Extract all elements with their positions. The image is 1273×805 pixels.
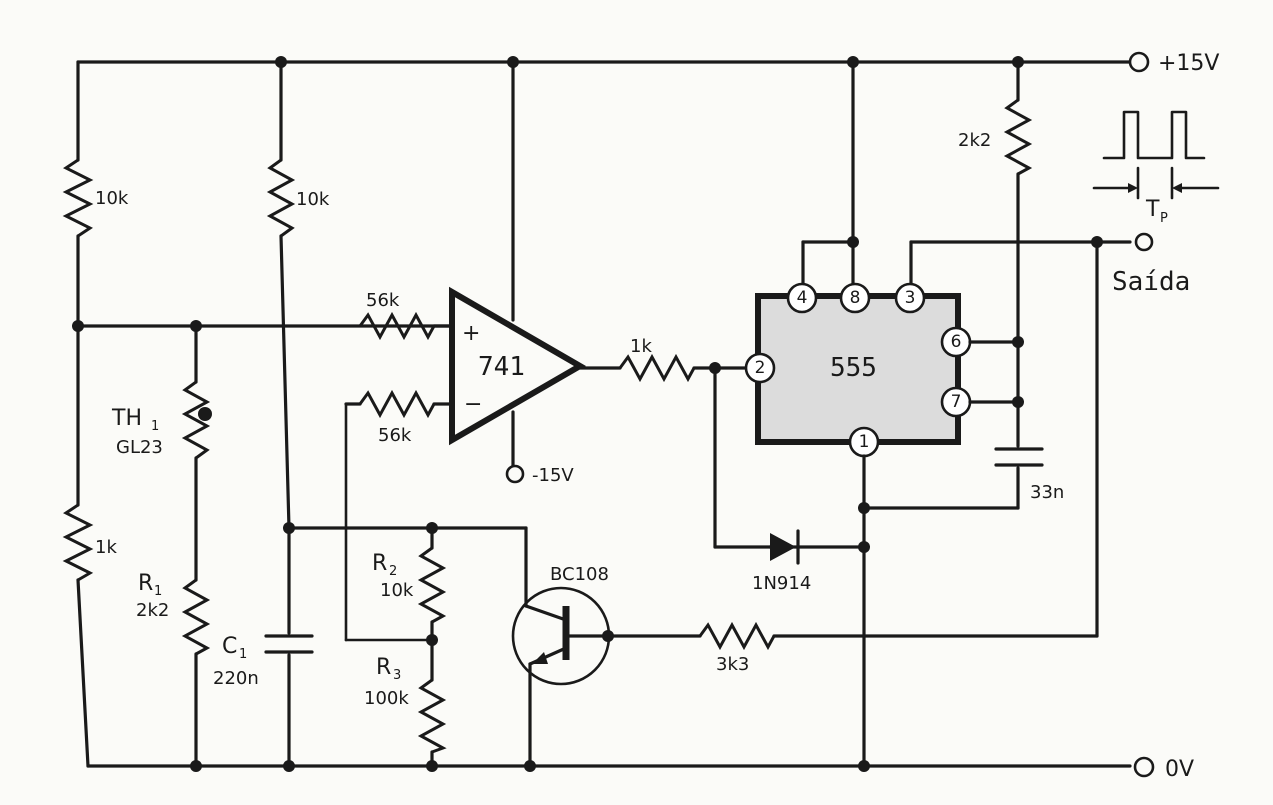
timer-pin-1: 1: [848, 426, 880, 458]
timing-network: 2k2 33n: [862, 60, 1064, 510]
svg-text:4: 4: [797, 288, 808, 308]
vminus-terminal: [505, 464, 525, 484]
r2-value: 10k: [380, 580, 414, 601]
pulse-waveform: T P: [1092, 110, 1220, 226]
svg-text:3: 3: [905, 288, 916, 308]
r1-name: R: [138, 571, 153, 596]
timer-pin-4: 4: [786, 282, 818, 314]
timer-pin-6: 6: [940, 326, 972, 358]
transistor-part: BC108: [550, 564, 609, 585]
resistor-bottom-left: [62, 503, 94, 582]
diode-1n914: 1N914: [752, 529, 866, 594]
resistor-56k-minus-value: 56k: [378, 425, 412, 446]
c33n-value: 33n: [1030, 482, 1064, 503]
timer-555: 555 4 8 3 2 6 7 1: [744, 60, 1132, 458]
resistor-1k-out: [618, 353, 696, 383]
thermistor-name: TH: [111, 406, 142, 431]
bias-network: R 2 10k R 3 100k: [287, 526, 528, 768]
period-sub: P: [1160, 211, 1168, 226]
resistor-bottom-left-value: 1k: [95, 537, 117, 558]
opamp-name: 741: [478, 352, 525, 382]
thermistor-branch: TH 1 GL23 R 1 2k2: [76, 324, 452, 768]
r3-value: 100k: [364, 688, 409, 709]
opamp-741: + − 741 -15V: [449, 60, 586, 486]
opamp-plus-sign: +: [462, 321, 480, 346]
timer-pin-7: 7: [940, 386, 972, 418]
opamp-input-minus: 56k: [344, 389, 454, 642]
resistor-top-middle-value: 10k: [296, 189, 330, 210]
svg-text:1: 1: [859, 432, 870, 452]
vminus-label: -15V: [532, 465, 574, 486]
output-terminal: Saída: [1112, 232, 1190, 297]
junction-nodes: [72, 56, 1103, 772]
r2-name: R: [372, 551, 387, 576]
gnd-label: 0V: [1165, 757, 1194, 782]
opamp-output: 1k: [578, 336, 772, 549]
transistor-bc108: BC108: [511, 526, 611, 768]
r1-sub: 1: [154, 584, 162, 599]
thermistor-part: GL23: [116, 437, 163, 458]
resistor-top-left: [62, 158, 94, 238]
resistor-top-left-value: 10k: [95, 188, 129, 209]
resistor-2k2-pullup-value: 2k2: [958, 130, 991, 151]
svg-text:6: 6: [951, 332, 962, 352]
gnd-terminal: [1133, 756, 1155, 778]
period-label: T: [1145, 197, 1160, 222]
resistor-r1: [181, 578, 211, 656]
base-resistor-feedback: 3k3: [606, 240, 1099, 675]
resistor-56k-minus: [358, 389, 436, 419]
r1-value: 2k2: [136, 600, 169, 621]
resistor-r3: [417, 678, 447, 754]
c1-sub: 1: [239, 647, 247, 662]
svg-text:7: 7: [951, 392, 962, 412]
middle-divider: 10k C 1 220n: [213, 60, 330, 768]
resistor-3k3-value: 3k3: [716, 654, 749, 675]
r2-sub: 2: [389, 564, 397, 579]
svg-text:2: 2: [755, 358, 766, 378]
thermistor-sub: 1: [151, 419, 159, 434]
timer-pin-3: 3: [894, 282, 926, 314]
resistor-56k-plus: [358, 311, 436, 341]
opamp-input-plus: 56k: [358, 290, 454, 341]
c1-name: C: [222, 634, 237, 659]
left-divider: 10k 1k: [62, 60, 129, 768]
thermistor: [181, 380, 211, 460]
resistor-3k3: [698, 621, 776, 651]
r3-name: R: [376, 655, 391, 680]
vplus-terminal: [1128, 51, 1150, 73]
timer-pin-8: 8: [839, 282, 871, 314]
c1-value: 220n: [213, 668, 259, 689]
svg-text:8: 8: [850, 288, 861, 308]
timer-pin-2: 2: [744, 352, 776, 384]
resistor-56k-plus-value: 56k: [366, 290, 400, 311]
resistor-1k-out-value: 1k: [630, 336, 652, 357]
output-label: Saída: [1112, 267, 1190, 297]
r3-sub: 3: [393, 668, 401, 683]
timer-name: 555: [830, 353, 877, 383]
ground-rail: 0V: [86, 756, 1194, 782]
positive-rail: +15V: [76, 51, 1219, 76]
resistor-top-middle: [266, 158, 296, 238]
diode-part: 1N914: [752, 573, 811, 594]
vplus-label: +15V: [1158, 51, 1219, 76]
resistor-2k2-pullup: [1003, 98, 1033, 176]
resistor-r2: [417, 546, 447, 624]
opamp-minus-sign: −: [464, 392, 482, 417]
